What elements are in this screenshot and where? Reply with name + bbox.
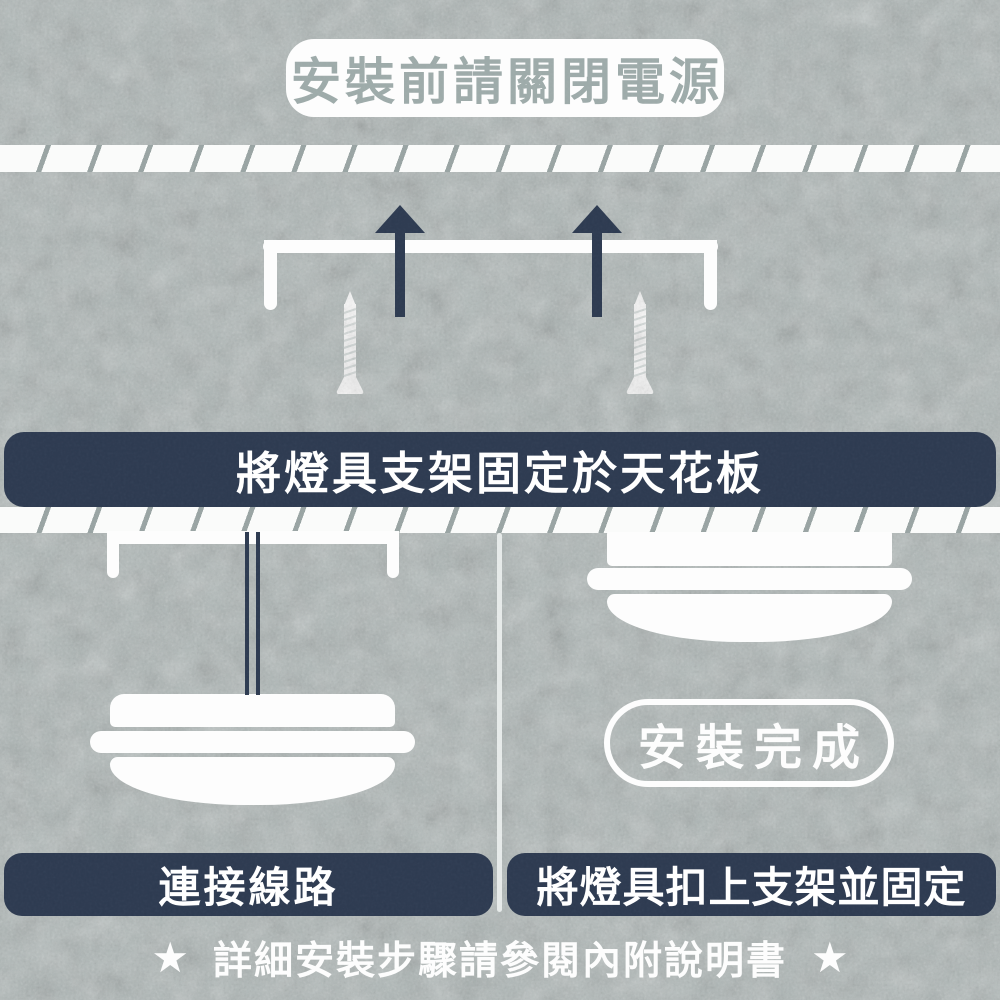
mounting-bracket-bar xyxy=(263,240,718,253)
ceiling-hatch-band-top xyxy=(0,145,1000,172)
step-fix-bracket-banner: 將燈具支架固定於天花板 xyxy=(4,432,996,507)
star-icon: ★ xyxy=(151,934,189,981)
mounted-lamp-ring xyxy=(587,568,912,590)
mounted-lamp-dome xyxy=(607,594,892,642)
panel-divider xyxy=(497,533,502,912)
hanging-lamp-dome xyxy=(110,757,395,805)
lamp-wire xyxy=(245,532,249,695)
lamp-wire xyxy=(256,532,260,695)
step-connect-wiring-banner: 連接線路 xyxy=(4,853,493,916)
screw-icon xyxy=(336,291,364,394)
power-off-warning-text: 安裝前請關閉電源 xyxy=(291,54,723,110)
up-arrow-icon xyxy=(571,205,623,317)
install-complete-badge: 安裝完成 xyxy=(604,699,894,787)
mounting-bracket-left-leg xyxy=(264,240,277,310)
star-icon: ★ xyxy=(811,934,849,981)
arrow-shaft xyxy=(592,232,602,317)
arrow-shaft xyxy=(395,232,405,317)
power-off-warning-pill: 安裝前請關閉電源 xyxy=(286,39,724,117)
hanging-lamp-ring xyxy=(90,731,415,753)
step-connect-wiring-caption: 連接線路 xyxy=(158,864,339,911)
install-complete-text: 安裝完成 xyxy=(637,722,870,775)
ceiling-hatch-band-middle xyxy=(0,507,1000,533)
screw-icon xyxy=(626,291,654,394)
ceiling-bracket-left-leg xyxy=(107,531,119,578)
ceiling-bracket-bar xyxy=(107,531,399,544)
arrow-head xyxy=(572,205,622,233)
arrow-head xyxy=(375,205,425,233)
step-attach-fixture-caption: 將燈具扣上支架並固定 xyxy=(536,864,967,911)
hanging-lamp-top xyxy=(110,694,395,727)
footer-note: ★ 詳細安裝步驟請參閱內附說明書 ★ xyxy=(0,930,1000,986)
step-fix-bracket-caption: 將燈具支架固定於天花板 xyxy=(235,448,764,499)
step-attach-fixture-banner: 將燈具扣上支架並固定 xyxy=(507,853,996,916)
footer-note-text: 詳細安裝步驟請參閱內附說明書 xyxy=(212,940,787,983)
mounted-lamp-top xyxy=(607,532,892,566)
ceiling-bracket-right-leg xyxy=(387,531,399,578)
mounting-bracket-right-leg xyxy=(704,240,717,310)
up-arrow-icon xyxy=(374,205,426,317)
